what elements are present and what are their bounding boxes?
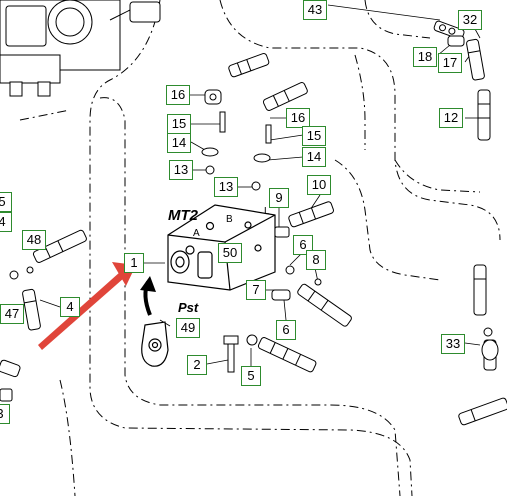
- callout-18[interactable]: 18: [413, 47, 437, 67]
- dashed-hose-routes: [19, 0, 501, 496]
- port-b-label: B: [226, 214, 233, 225]
- callout-49[interactable]: 49: [176, 318, 200, 338]
- callout-14[interactable]: 14: [302, 147, 326, 167]
- callout-4[interactable]: 4: [0, 212, 12, 232]
- callout-9[interactable]: 9: [269, 188, 289, 208]
- callout-5[interactable]: 5: [241, 366, 261, 386]
- callout-12[interactable]: 12: [439, 108, 463, 128]
- callout-15[interactable]: 15: [167, 114, 191, 134]
- callout-8[interactable]: 8: [306, 250, 326, 270]
- callout-13[interactable]: 13: [169, 160, 193, 180]
- callout-50[interactable]: 50: [218, 243, 242, 263]
- port-l-label: L: [264, 206, 270, 217]
- callout-47[interactable]: 47: [0, 304, 24, 324]
- callout-14[interactable]: 14: [167, 133, 191, 153]
- callout-13[interactable]: 13: [214, 177, 238, 197]
- fittings: [9, 35, 499, 373]
- callout-15[interactable]: 15: [302, 126, 326, 146]
- callout-32[interactable]: 32: [458, 10, 482, 30]
- callout-5[interactable]: 5: [0, 192, 12, 212]
- callout-17[interactable]: 17: [438, 53, 462, 73]
- callout-43[interactable]: 43: [303, 0, 327, 20]
- callout-10[interactable]: 10: [307, 175, 331, 195]
- callout-7[interactable]: 7: [246, 280, 266, 300]
- callout-1[interactable]: 1: [124, 253, 144, 273]
- sensor-part: [141, 321, 169, 367]
- port-a-label: A: [193, 228, 200, 239]
- callout-48[interactable]: 48: [22, 230, 46, 250]
- callout-4[interactable]: 4: [60, 297, 80, 317]
- callout-3[interactable]: 3: [0, 404, 10, 424]
- block-label: MT2: [168, 207, 199, 224]
- callout-6[interactable]: 6: [276, 320, 296, 340]
- radiator-assembly: [0, 0, 161, 97]
- callout-16[interactable]: 16: [166, 85, 190, 105]
- callout-16[interactable]: 16: [286, 108, 310, 128]
- callout-33[interactable]: 33: [441, 334, 465, 354]
- pointer-arrow: [38, 262, 136, 350]
- pressure-label: Pst: [178, 300, 199, 315]
- rotation-arrowhead: [140, 276, 156, 292]
- callout-2[interactable]: 2: [187, 355, 207, 375]
